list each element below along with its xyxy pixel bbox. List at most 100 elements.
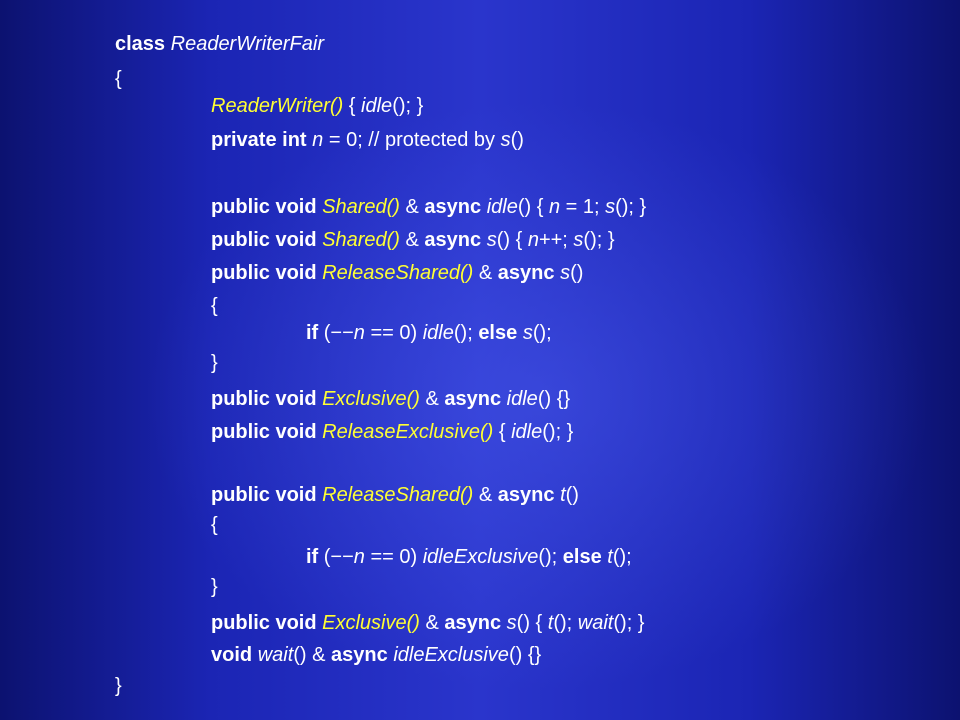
code-keyword: public <box>211 262 270 284</box>
code-keyword: else <box>562 546 602 568</box>
code-line: public void Shared() & async idle() { n … <box>211 194 646 220</box>
code-identifier: idle <box>361 95 393 117</box>
code-line: } <box>115 673 122 699</box>
code-identifier: s <box>506 612 517 634</box>
code-text: () { <box>496 229 528 251</box>
code-keyword: int <box>282 129 307 151</box>
code-keyword: public <box>211 196 270 218</box>
code-text: (); } <box>615 196 647 218</box>
code-line: public void ReleaseExclusive() { idle();… <box>211 419 573 445</box>
code-line: void wait() & async idleExclusive() {} <box>211 642 541 668</box>
code-identifier: n <box>548 196 561 218</box>
code-text: { <box>211 295 218 317</box>
code-keyword: if <box>306 546 319 568</box>
code-text: } <box>115 675 122 697</box>
code-keyword: void <box>275 262 317 284</box>
code-method-name: ReaderWriter() <box>211 95 344 117</box>
code-keyword: void <box>275 388 317 410</box>
code-keyword: class <box>115 33 166 55</box>
code-identifier: s <box>573 229 584 251</box>
code-text: } <box>211 352 218 374</box>
code-method-name: ReleaseShared() <box>322 484 474 506</box>
code-text: () <box>510 129 524 151</box>
code-line: { <box>115 66 122 92</box>
code-keyword: async <box>497 262 555 284</box>
code-keyword: void <box>275 229 317 251</box>
code-keyword: async <box>497 484 555 506</box>
code-keyword: void <box>275 612 317 634</box>
code-identifier: n <box>527 229 539 251</box>
code-identifier: t <box>547 612 554 634</box>
code-text: = 0; // protected by <box>323 129 501 151</box>
code-text: (); } <box>542 421 574 443</box>
code-text: () <box>570 262 584 284</box>
code-line: if (−−n == 0) idle(); else s(); <box>306 320 552 346</box>
code-identifier: s <box>605 196 616 218</box>
code-method-name: Exclusive() <box>322 388 420 410</box>
code-keyword: void <box>211 644 253 666</box>
code-text: & <box>419 612 445 634</box>
code-keyword: public <box>211 388 270 410</box>
code-text: (−− <box>318 546 354 568</box>
code-text: & <box>473 262 498 284</box>
code-keyword: async <box>424 229 482 251</box>
code-identifier: s <box>522 322 533 344</box>
code-identifier: n <box>312 129 324 151</box>
code-line: class ReaderWriterFair <box>115 31 324 57</box>
code-keyword: async <box>444 388 502 410</box>
code-identifier: n <box>353 322 365 344</box>
code-identifier: idle <box>511 421 543 443</box>
code-identifier: t <box>607 546 613 568</box>
code-text: () {} <box>537 388 571 410</box>
code-keyword: public <box>211 421 270 443</box>
code-text: & <box>473 484 498 506</box>
code-method-name: Shared() <box>322 229 400 251</box>
code-identifier: idleExclusive <box>422 546 539 568</box>
code-text: { <box>343 95 362 117</box>
code-identifier: n <box>353 546 365 568</box>
code-text: () { <box>517 196 549 218</box>
code-keyword: public <box>211 484 270 506</box>
code-text: () <box>565 484 579 506</box>
code-text: { <box>211 514 218 536</box>
code-method-name: ReleaseShared() <box>322 262 474 284</box>
code-identifier: s <box>500 129 511 151</box>
code-identifier: wait <box>257 644 294 666</box>
code-keyword: void <box>275 196 317 218</box>
code-line: ReaderWriter() { idle(); } <box>211 93 423 119</box>
code-identifier: idleExclusive <box>393 644 509 666</box>
code-text: & <box>399 229 425 251</box>
code-keyword: else <box>478 322 518 344</box>
code-method-name: Exclusive() <box>322 612 420 634</box>
code-text: (−− <box>318 322 354 344</box>
code-text: () { <box>516 612 548 634</box>
code-text: (); <box>532 322 552 344</box>
code-text: (); } <box>613 612 645 634</box>
code-text: (); <box>553 612 578 634</box>
code-keyword: if <box>306 322 319 344</box>
code-identifier: s <box>486 229 497 251</box>
code-identifier: idle <box>422 322 454 344</box>
code-keyword: void <box>275 421 317 443</box>
code-line: { <box>211 512 218 538</box>
code-identifier: idle <box>486 196 518 218</box>
code-line: public void ReleaseShared() & async t() <box>211 482 579 508</box>
code-identifier: idle <box>506 388 538 410</box>
code-text: == 0) <box>364 546 423 568</box>
code-text: (); <box>612 546 632 568</box>
code-text: (); <box>538 546 563 568</box>
code-line: } <box>211 350 218 376</box>
code-text: (); } <box>583 229 615 251</box>
code-line: if (−−n == 0) idleExclusive(); else t(); <box>306 544 632 570</box>
code-line: } <box>211 574 218 600</box>
code-text: () {} <box>508 644 542 666</box>
code-line: public void Shared() & async s() { n++; … <box>211 227 615 253</box>
code-line: public void Exclusive() & async s() { t(… <box>211 610 645 636</box>
code-text: (); <box>453 322 479 344</box>
code-method-name: ReleaseExclusive() <box>322 421 494 443</box>
code-text: & <box>419 388 445 410</box>
code-keyword: public <box>211 229 270 251</box>
code-text: { <box>115 68 122 90</box>
code-text: (); } <box>392 95 424 117</box>
